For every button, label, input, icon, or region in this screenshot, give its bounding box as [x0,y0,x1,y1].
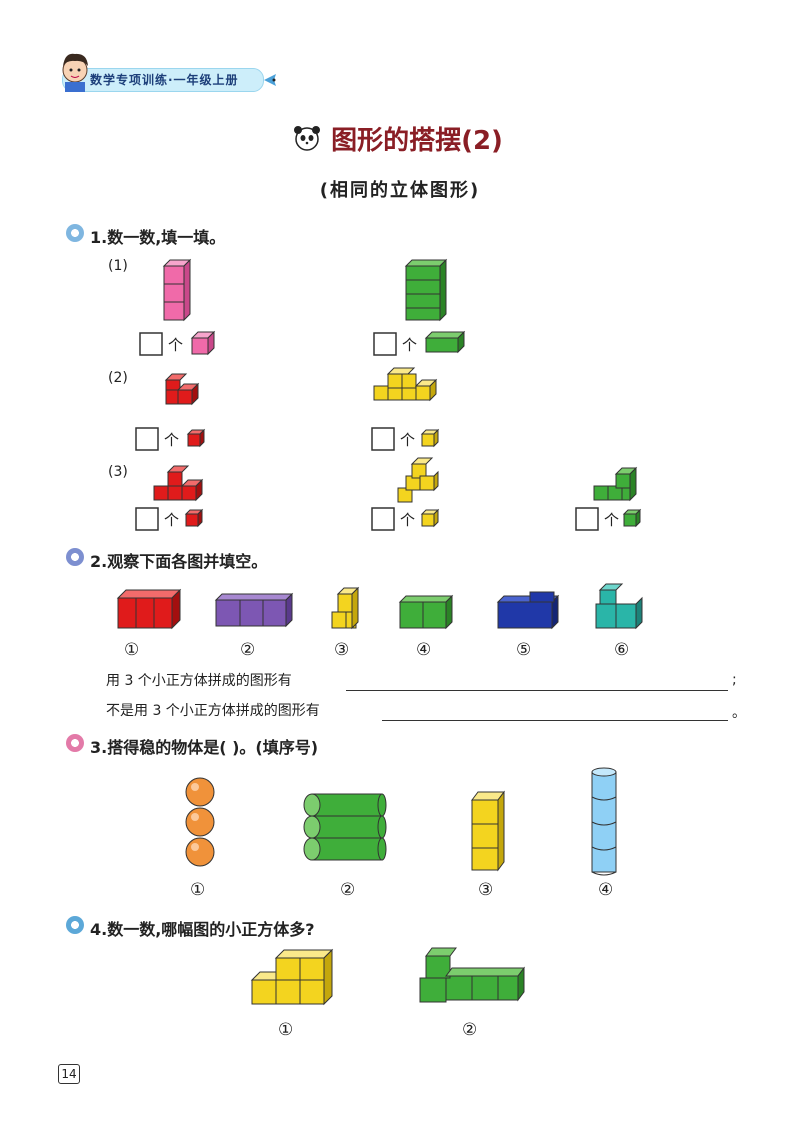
q1-yellow-shape-3 [397,457,439,503]
q3-figure-1-spheres [185,777,215,867]
header-text: 数学专项训练·一年级上册 [90,73,239,87]
q2-label-5: ⑤ [516,640,532,660]
q3-title: 3.搭得稳的物体是( )。(填序号) [90,738,319,757]
q4-figure-1 [250,948,334,1006]
q1-red-shape-3 [153,465,204,502]
q2-label-6: ⑥ [614,640,630,660]
q1-unit: 个 [400,431,416,449]
q2-figure-2 [214,592,294,628]
q1-unit: 个 [400,511,416,529]
q3-label-3: ③ [478,880,494,900]
q1-yellow-shape-2 [373,367,438,402]
bird-icon [264,74,276,86]
q2-title: 2.观察下面各图并填空。 [90,552,268,571]
q1-figures [135,258,642,531]
q2-line1-blank[interactable] [346,672,728,691]
q1-unit: 个 [164,431,180,449]
q2-figure-1 [116,588,182,630]
q3-label-2: ② [340,880,356,900]
q2-figure-6 [595,583,643,630]
q4-label-1: ① [278,1020,294,1040]
q4-title: 4.数一数,哪幅图的小正方体多? [90,920,315,939]
q2-figures [116,583,643,630]
q2-label-2: ② [240,640,256,660]
q1-row-label-1: (1) [108,258,128,274]
q1-unit: 个 [168,336,184,354]
q4-badge-icon [66,916,84,934]
q1-title: 1.数一数,填一填。 [90,228,226,247]
q3-label-1: ① [190,880,206,900]
q2-badge-icon [66,548,84,566]
q2-line2-text: 不是用 3 个小正方体拼成的图形有 [106,703,320,719]
panda-icon [294,126,320,151]
boy-avatar-icon [62,53,88,92]
q2-line2-blank[interactable] [382,702,728,721]
q1-row-label-3: (3) [108,464,128,480]
q3-figures [185,767,617,876]
q2-label-4: ④ [416,640,432,660]
q2-line2-end: 。 [732,705,746,721]
q2-line1-text: 用 3 个小正方体拼成的图形有 [106,673,292,689]
q1-pink-tower [162,258,192,322]
q1-unit: 个 [604,511,620,529]
q2-figure-4 [398,594,454,630]
q2-label-1: ① [124,640,140,660]
q2-figure-5 [496,591,560,630]
q3-badge-icon [66,734,84,752]
q1-row1-answer-marks [139,330,466,356]
q1-row2-answer-marks [135,427,440,451]
q1-unit: 个 [402,336,418,354]
q1-green-stack [404,258,448,322]
q3-figure-4-cylinder-tower [591,767,617,876]
q4-figure-2 [419,947,525,1003]
header-band [62,68,264,92]
q1-green-shape-3 [593,466,638,502]
q1-badge-icon [66,224,84,242]
page-number: 14 [58,1064,80,1084]
q1-unit: 个 [164,511,180,529]
q3-label-4: ④ [598,880,614,900]
q3-figure-3-cube-tower [471,790,505,872]
q2-label-3: ③ [334,640,350,660]
q1-row-label-2: (2) [108,370,128,386]
q4-figures [250,947,525,1006]
q2-figure-3 [331,586,360,630]
q4-label-2: ② [462,1020,478,1040]
q3-figure-2-cylinders [303,793,387,861]
q1-row3-answer-marks [135,507,642,531]
q2-line1-end: ; [732,672,737,688]
page-title: 图形的搭摆(2) [331,126,503,156]
q1-red-shape-2 [164,373,200,406]
page-subtitle: (相同的立体图形) [319,180,481,201]
